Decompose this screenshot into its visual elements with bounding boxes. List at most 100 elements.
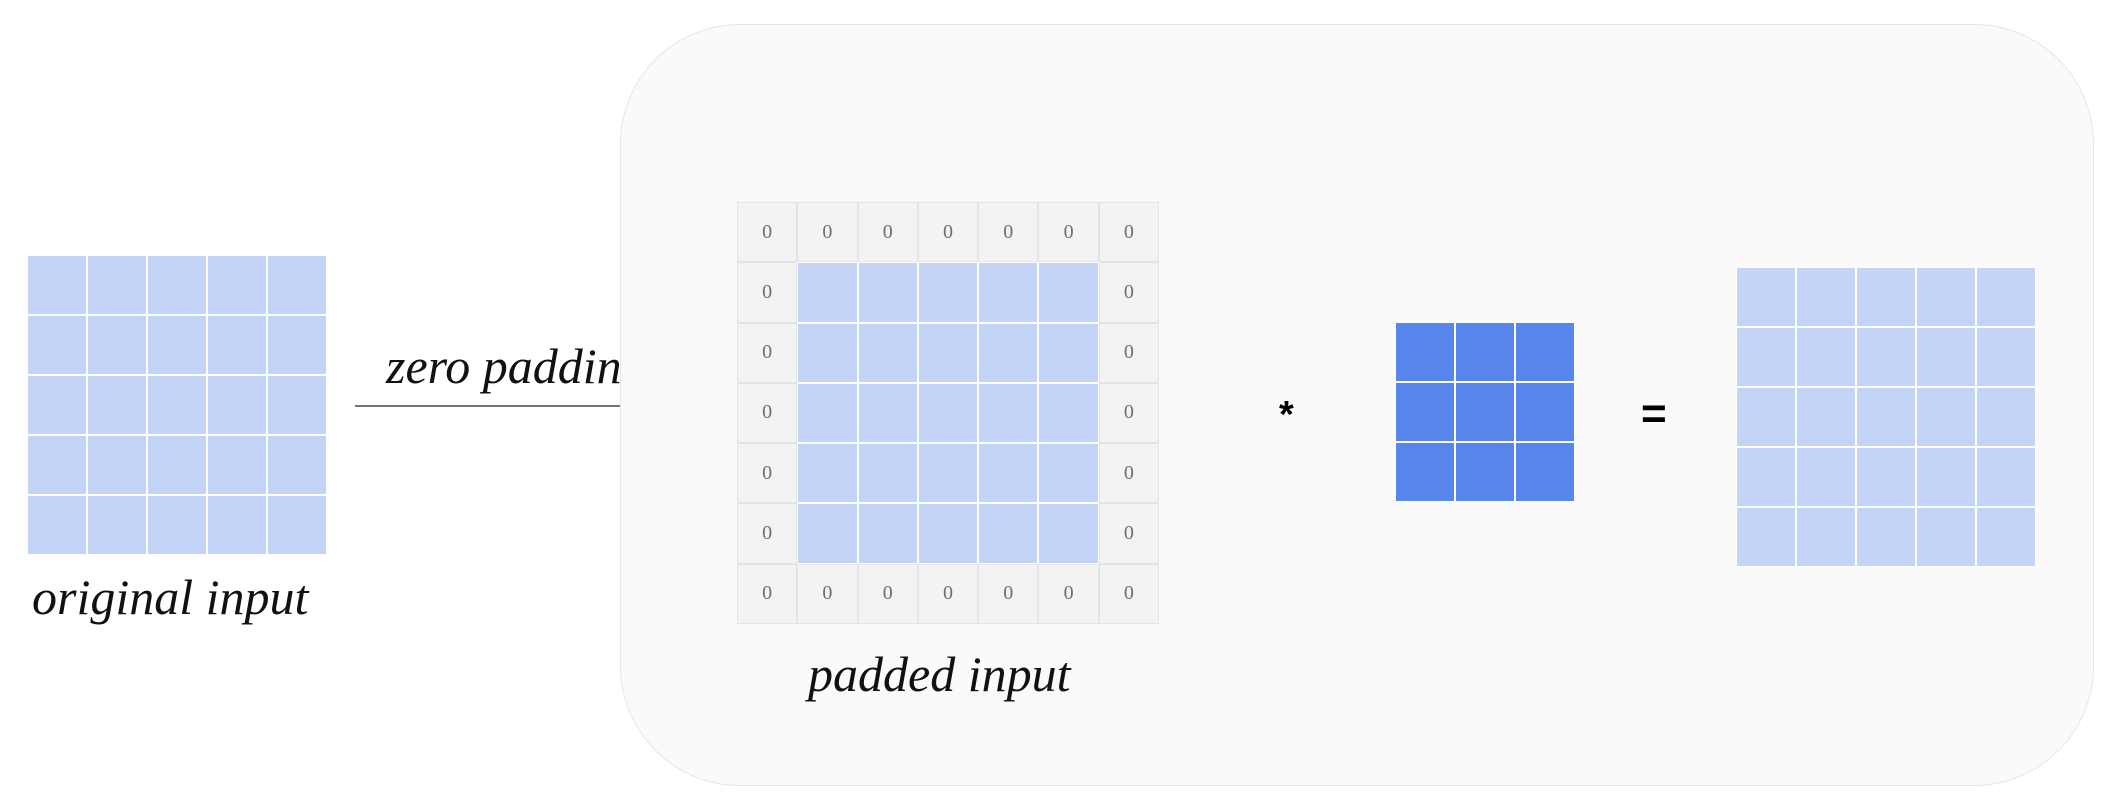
original-input-grid bbox=[27, 255, 327, 555]
padding-zero-cell: 0 bbox=[797, 202, 858, 263]
output-cell bbox=[1736, 267, 1796, 327]
kernel-grid bbox=[1395, 322, 1575, 502]
output-cell bbox=[1796, 267, 1856, 327]
original-input-cell bbox=[207, 315, 267, 375]
padded-input-inner-cell bbox=[797, 503, 858, 564]
padded-input-inner-cell bbox=[1038, 322, 1099, 383]
original-input-cell bbox=[27, 315, 87, 375]
padding-zero-cell: 0 bbox=[737, 563, 798, 624]
kernel-cell bbox=[1455, 322, 1515, 382]
padded-input-inner-cell bbox=[797, 322, 858, 383]
output-cell bbox=[1976, 267, 2036, 327]
padding-zero-cell: 0 bbox=[737, 443, 798, 504]
padding-zero-cell: 0 bbox=[1098, 382, 1159, 444]
original-input-cell bbox=[267, 315, 327, 375]
padding-zero-cell: 0 bbox=[917, 563, 979, 624]
padding-zero-cell: 0 bbox=[1098, 443, 1159, 504]
padding-zero-cell: 0 bbox=[1098, 202, 1159, 263]
padding-zero-cell: 0 bbox=[1098, 322, 1159, 383]
padding-zero-cell: 0 bbox=[737, 202, 798, 263]
output-cell bbox=[1856, 267, 1916, 327]
padding-zero-cell: 0 bbox=[737, 503, 798, 564]
padded-input-inner-cell bbox=[917, 503, 979, 564]
padded-input-inner-cell bbox=[1038, 503, 1099, 564]
padded-input-inner-cell bbox=[797, 443, 858, 504]
zero-padding-label: zero padding bbox=[386, 338, 647, 394]
original-input-cell bbox=[207, 255, 267, 315]
padded-input-inner-cell bbox=[1038, 443, 1099, 504]
padding-zero-cell: 0 bbox=[737, 322, 798, 383]
padding-zero-cell: 0 bbox=[737, 382, 798, 444]
kernel-cell bbox=[1395, 322, 1455, 382]
padded-input-inner-cell bbox=[917, 262, 979, 323]
original-input-cell bbox=[27, 435, 87, 495]
padding-zero-cell: 0 bbox=[737, 262, 798, 323]
output-cell bbox=[1976, 447, 2036, 507]
output-cell bbox=[1736, 507, 1796, 567]
padding-zero-cell: 0 bbox=[1098, 563, 1159, 624]
output-cell bbox=[1796, 327, 1856, 387]
original-input-cell bbox=[147, 435, 207, 495]
padding-zero-cell: 0 bbox=[978, 563, 1039, 624]
output-cell bbox=[1796, 387, 1856, 447]
output-cell bbox=[1856, 507, 1916, 567]
padded-input-inner-cell bbox=[1038, 262, 1099, 323]
kernel-cell bbox=[1515, 442, 1575, 502]
output-cell bbox=[1736, 447, 1796, 507]
padding-zero-cell: 0 bbox=[797, 563, 858, 624]
padded-input-label: padded input bbox=[808, 646, 1071, 702]
padding-zero-cell: 0 bbox=[917, 202, 979, 263]
padding-zero-cell: 0 bbox=[857, 202, 918, 263]
output-cell bbox=[1796, 447, 1856, 507]
original-input-cell bbox=[147, 495, 207, 555]
output-cell bbox=[1976, 327, 2036, 387]
original-input-cell bbox=[267, 255, 327, 315]
original-input-cell bbox=[27, 255, 87, 315]
original-input-cell bbox=[207, 375, 267, 435]
output-cell bbox=[1976, 387, 2036, 447]
padded-input-inner-cell bbox=[857, 503, 918, 564]
original-input-cell bbox=[207, 435, 267, 495]
padded-input-inner-cell bbox=[917, 382, 979, 444]
kernel-cell bbox=[1395, 382, 1455, 442]
output-cell bbox=[1856, 327, 1916, 387]
padded-input-inner-cell bbox=[857, 382, 918, 444]
output-cell bbox=[1736, 387, 1796, 447]
padding-zero-cell: 0 bbox=[978, 202, 1039, 263]
original-input-cell bbox=[147, 315, 207, 375]
padding-zero-cell: 0 bbox=[1038, 563, 1099, 624]
convolution-operator: * bbox=[1279, 394, 1294, 436]
padding-zero-cell: 0 bbox=[1038, 202, 1099, 263]
original-input-cell bbox=[147, 255, 207, 315]
original-input-cell bbox=[87, 375, 147, 435]
output-cell bbox=[1916, 267, 1976, 327]
original-input-cell bbox=[147, 375, 207, 435]
original-input-label: original input bbox=[32, 569, 309, 625]
padding-zero-cell: 0 bbox=[1098, 503, 1159, 564]
padded-input-inner-cell bbox=[857, 322, 918, 383]
original-input-cell bbox=[267, 495, 327, 555]
output-cell bbox=[1916, 447, 1976, 507]
kernel-cell bbox=[1395, 442, 1455, 502]
original-input-cell bbox=[87, 255, 147, 315]
original-input-cell bbox=[267, 375, 327, 435]
padded-input-inner-cell bbox=[978, 443, 1039, 504]
output-cell bbox=[1976, 507, 2036, 567]
output-cell bbox=[1916, 387, 1976, 447]
padded-input-inner-cell bbox=[1038, 382, 1099, 444]
original-input-cell bbox=[27, 375, 87, 435]
output-cell bbox=[1736, 327, 1796, 387]
output-cell bbox=[1856, 447, 1916, 507]
output-cell bbox=[1796, 507, 1856, 567]
padding-zero-cell: 0 bbox=[1098, 262, 1159, 323]
kernel-cell bbox=[1455, 382, 1515, 442]
kernel-cell bbox=[1455, 442, 1515, 502]
padding-zero-cell: 0 bbox=[857, 563, 918, 624]
original-input-cell bbox=[87, 495, 147, 555]
equals-operator: = bbox=[1641, 389, 1667, 438]
padded-input-inner-cell bbox=[917, 322, 979, 383]
padded-input-inner-cell bbox=[978, 382, 1039, 444]
original-input-cell bbox=[267, 435, 327, 495]
padded-input-inner-cell bbox=[857, 262, 918, 323]
